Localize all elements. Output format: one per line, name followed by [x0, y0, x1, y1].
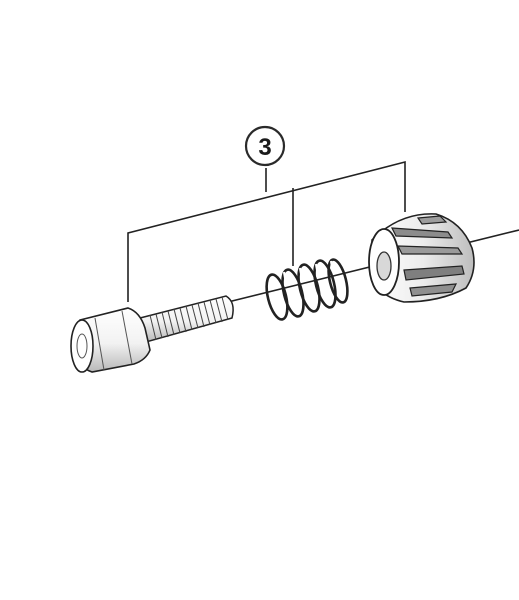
adjuster-nut-ribs [390, 215, 465, 297]
bolt-thread-lines [149, 296, 229, 341]
callout-bracket [127, 160, 406, 302]
adjuster-nut [368, 213, 475, 303]
adjuster-nut-bore [376, 251, 392, 281]
adjusting-bolt [70, 295, 234, 373]
bolt-end-face [70, 319, 94, 373]
spring [265, 258, 349, 321]
part-number-label: 3 [258, 134, 271, 161]
bolt-thread-body [139, 295, 234, 343]
part-number-callout: 3 [244, 125, 286, 167]
